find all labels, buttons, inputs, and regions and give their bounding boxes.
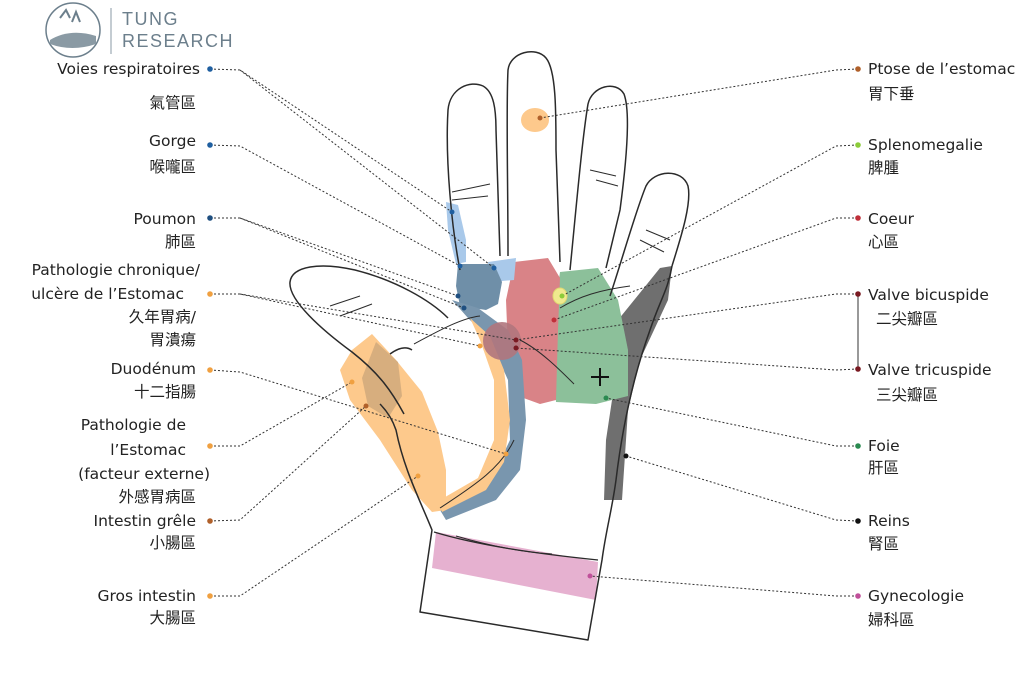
logo-emblem xyxy=(45,2,101,58)
label-reins: Reins xyxy=(868,512,910,530)
label-dot-gyneco xyxy=(855,593,861,599)
label-intestin-grele-cn: 小腸區 xyxy=(149,534,196,552)
zone-duodenum xyxy=(440,318,510,512)
label-dots xyxy=(207,66,861,599)
label-voies-respiratoires-cn: 氣管區 xyxy=(149,94,196,112)
label-valve-tricuspide-cn: 三尖瓣區 xyxy=(876,386,939,404)
label-coeur: Coeur xyxy=(868,210,915,228)
label-pathologie-estomac-3: (facteur externe) xyxy=(78,465,210,483)
label-pathologie-chronique-1: Pathologie chronique/ xyxy=(31,261,200,279)
zone-dots xyxy=(349,115,629,579)
label-coeur-cn: 心區 xyxy=(868,233,900,251)
label-intestin-grele: Intestin grêle xyxy=(93,512,196,530)
zone-ptose xyxy=(521,108,549,132)
label-gorge: Gorge xyxy=(149,132,196,150)
label-duodenum-cn: 十二指腸 xyxy=(133,383,196,401)
label-pathologie-estomac-2: l’Estomac xyxy=(110,441,186,459)
label-dot-patho-ext xyxy=(207,443,213,449)
label-dot-voies xyxy=(207,66,213,72)
label-dot-poumon xyxy=(207,215,213,221)
label-gorge-cn: 喉嚨區 xyxy=(149,158,196,176)
zone-pathologie-chronique xyxy=(483,322,521,360)
label-pathologie-chronique-2: ulcère de l’Estomac xyxy=(31,285,184,303)
zone-gynecologie xyxy=(432,532,598,600)
label-dot-reins xyxy=(855,518,861,524)
label-dot-patho-chron xyxy=(207,291,213,297)
label-voies-respiratoires: Voies respiratoires xyxy=(57,60,200,78)
zone-gorge xyxy=(456,264,502,310)
label-duodenum: Duodénum xyxy=(110,360,196,378)
label-pathologie-estomac-cn: 外感胃病區 xyxy=(118,488,196,506)
logo-line-1: TUNG xyxy=(122,9,179,29)
label-gynecologie: Gynecologie xyxy=(868,587,965,605)
label-dot-gros-intestin xyxy=(207,593,213,599)
label-dot-bicuspide xyxy=(855,291,861,297)
label-foie: Foie xyxy=(868,437,900,455)
label-dot-ptose xyxy=(855,66,861,72)
zones xyxy=(340,108,672,600)
logo-line-2: RESEARCH xyxy=(122,31,235,51)
zone-voies-respiratoires xyxy=(446,202,466,264)
label-pathologie-estomac-1: Pathologie de xyxy=(80,416,186,434)
label-pathologie-chronique-cn-1: 久年胃病/ xyxy=(128,308,196,326)
label-splenomegalie: Splenomegalie xyxy=(868,136,983,154)
label-foie-cn: 肝區 xyxy=(868,459,900,477)
label-pathologie-chronique-cn-2: 胃潰瘍 xyxy=(149,331,196,349)
label-gros-intestin: Gros intestin xyxy=(97,587,196,605)
logo-text: TUNG RESEARCH xyxy=(122,8,234,52)
label-gynecologie-cn: 婦科區 xyxy=(868,611,915,629)
label-ptose-cn: 胃下垂 xyxy=(868,85,915,103)
label-valve-bicuspide-cn: 二尖瓣區 xyxy=(876,310,939,328)
label-valve-tricuspide: Valve tricuspide xyxy=(868,361,992,379)
label-poumon-cn: 肺區 xyxy=(164,233,196,251)
hand-outline xyxy=(289,51,690,641)
label-dot-duodenum xyxy=(207,367,213,373)
label-splenomegalie-cn: 脾腫 xyxy=(868,159,900,177)
label-gros-intestin-cn: 大腸區 xyxy=(149,609,196,627)
label-dot-spleno xyxy=(855,142,861,148)
plus-marker xyxy=(591,368,609,386)
label-dot-intestin-grele xyxy=(207,518,213,524)
label-reins-cn: 腎區 xyxy=(868,535,900,553)
label-dot-gorge xyxy=(207,142,213,148)
label-ptose: Ptose de l’estomac xyxy=(868,60,1016,78)
label-valve-bicuspide: Valve bicuspide xyxy=(868,286,989,304)
label-dot-tricuspide xyxy=(855,366,861,372)
label-poumon: Poumon xyxy=(133,210,196,228)
leader-lines xyxy=(209,68,859,597)
label-dot-foie xyxy=(855,443,861,449)
label-dot-coeur xyxy=(855,215,861,221)
